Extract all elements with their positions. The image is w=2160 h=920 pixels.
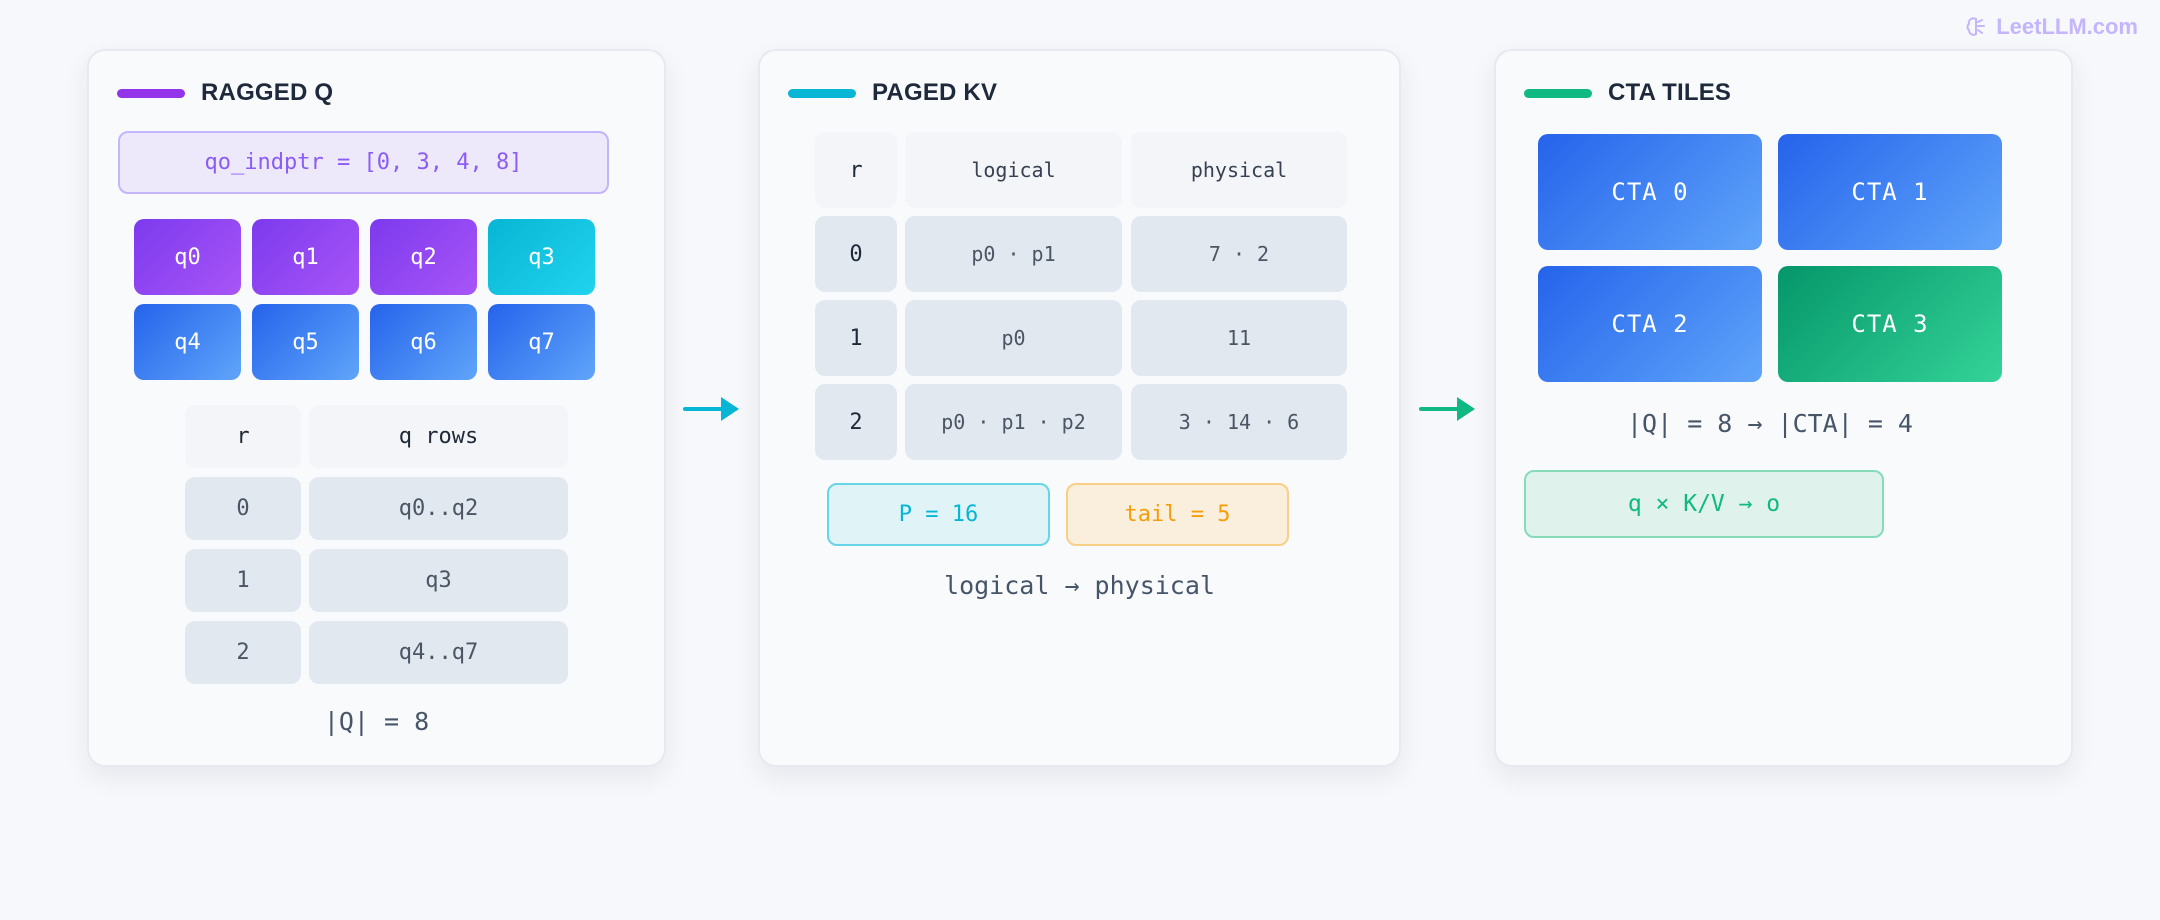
kv-table-cell-logical2: p0 · p1 · p2 xyxy=(905,384,1122,460)
kv-table-cell-logical1: p0 xyxy=(905,300,1122,376)
ragged-q-header: RAGGED Q xyxy=(117,79,333,107)
paged-kv-caption: logical → physical xyxy=(944,571,1215,600)
q-cell-3: q3 xyxy=(488,219,595,295)
q-cell-6: q6 xyxy=(370,304,477,380)
paged-kv-header: PAGED KV xyxy=(788,79,997,107)
paged-kv-panel: PAGED KV r logical physical 0 p0 · p1 7 … xyxy=(758,49,1401,767)
kv-table-cell-physical2: 3 · 14 · 6 xyxy=(1131,384,1347,460)
rq-table-cell-r2: 2 xyxy=(185,621,301,684)
kv-table-header-logical: logical xyxy=(905,132,1122,208)
q-cell-2: q2 xyxy=(370,219,477,295)
brain-icon xyxy=(1966,17,1986,36)
tail-badge: tail = 5 xyxy=(1066,483,1289,546)
ragged-q-accent xyxy=(117,88,185,98)
kv-table-header-r: r xyxy=(815,132,897,208)
kv-table-header-physical: physical xyxy=(1131,132,1347,208)
rq-table-cell-rows2: q4..q7 xyxy=(309,621,568,684)
cta-tile-3: CTA 3 xyxy=(1778,266,2002,382)
qo-indptr-box: qo_indptr = [0, 3, 4, 8] xyxy=(118,131,609,194)
rq-table-cell-rows0: q0..q2 xyxy=(309,477,568,540)
arrow-right-icon xyxy=(683,397,739,421)
arrow-right-icon xyxy=(1419,397,1475,421)
paged-kv-accent xyxy=(788,88,856,98)
cta-tiles-accent xyxy=(1524,88,1592,98)
cta-tiles-title: CTA TILES xyxy=(1608,79,1732,106)
rq-table-header-rows: q rows xyxy=(309,405,568,468)
kv-table-cell-logical0: p0 · p1 xyxy=(905,216,1122,292)
rq-table-cell-r1: 1 xyxy=(185,549,301,612)
qo-indptr-label: qo_indptr = [0, 3, 4, 8] xyxy=(204,150,523,175)
q-cell-5: q5 xyxy=(252,304,359,380)
rq-table-cell-r0: 0 xyxy=(185,477,301,540)
q-cell-0: q0 xyxy=(134,219,241,295)
kv-table-cell-r2: 2 xyxy=(815,384,897,460)
kv-table-cell-physical1: 11 xyxy=(1131,300,1347,376)
brand-name: LeetLLM.com xyxy=(1996,14,2138,39)
cta-tile-0: CTA 0 xyxy=(1538,134,1762,250)
kv-table-cell-physical0: 7 · 2 xyxy=(1131,216,1347,292)
kv-table-cell-r0: 0 xyxy=(815,216,897,292)
rq-table-cell-rows1: q3 xyxy=(309,549,568,612)
cta-tiles-header: CTA TILES xyxy=(1524,79,1731,107)
rq-table-header-r: r xyxy=(185,405,301,468)
q-cell-7: q7 xyxy=(488,304,595,380)
attention-formula-box: q × K/V → o xyxy=(1524,470,1884,538)
cta-tiles-caption: |Q| = 8 → |CTA| = 4 xyxy=(1627,409,1913,438)
cta-tile-1: CTA 1 xyxy=(1778,134,2002,250)
ragged-q-panel: RAGGED Q qo_indptr = [0, 3, 4, 8] q0 q1 … xyxy=(87,49,666,767)
paged-kv-title: PAGED KV xyxy=(872,79,998,106)
q-cell-1: q1 xyxy=(252,219,359,295)
ragged-q-title: RAGGED Q xyxy=(201,79,334,106)
ragged-q-caption: |Q| = 8 xyxy=(323,707,430,736)
kv-table-cell-r1: 1 xyxy=(815,300,897,376)
brand-logo[interactable]: LeetLLM.com xyxy=(1964,14,2138,40)
cta-tile-2: CTA 2 xyxy=(1538,266,1762,382)
page-size-badge: P = 16 xyxy=(827,483,1050,546)
cta-tiles-panel: CTA TILES CTA 0 CTA 1 CTA 2 CTA 3 |Q| = … xyxy=(1494,49,2073,767)
q-cell-4: q4 xyxy=(134,304,241,380)
